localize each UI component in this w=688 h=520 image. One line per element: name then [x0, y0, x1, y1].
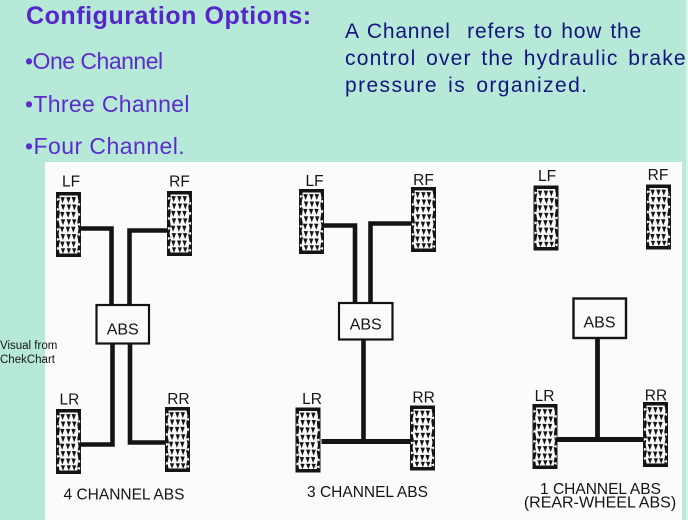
svg-text:4 CHANNEL ABS: 4 CHANNEL ABS	[64, 487, 185, 504]
svg-text:RF: RF	[648, 167, 669, 184]
svg-text:LF: LF	[62, 174, 80, 191]
svg-text:LR: LR	[535, 388, 555, 405]
svg-text:LR: LR	[302, 391, 322, 408]
svg-text:ABS: ABS	[350, 317, 382, 334]
svg-text:RR: RR	[412, 390, 434, 407]
svg-text:(REAR-WHEEL ABS): (REAR-WHEEL ABS)	[524, 495, 676, 512]
svg-text:ABS: ABS	[583, 315, 615, 332]
svg-text:LF: LF	[305, 173, 323, 190]
svg-text:RF: RF	[413, 172, 434, 189]
svg-text:1 CHANNEL ABS: 1 CHANNEL ABS	[540, 481, 661, 498]
svg-text:3 CHANNEL ABS: 3 CHANNEL ABS	[307, 484, 428, 501]
svg-text:LF: LF	[538, 168, 556, 185]
svg-text:RR: RR	[645, 388, 667, 405]
svg-text:RR: RR	[167, 391, 189, 408]
svg-text:ABS: ABS	[107, 321, 139, 338]
svg-text:LR: LR	[59, 391, 79, 408]
svg-text:RF: RF	[169, 174, 190, 191]
